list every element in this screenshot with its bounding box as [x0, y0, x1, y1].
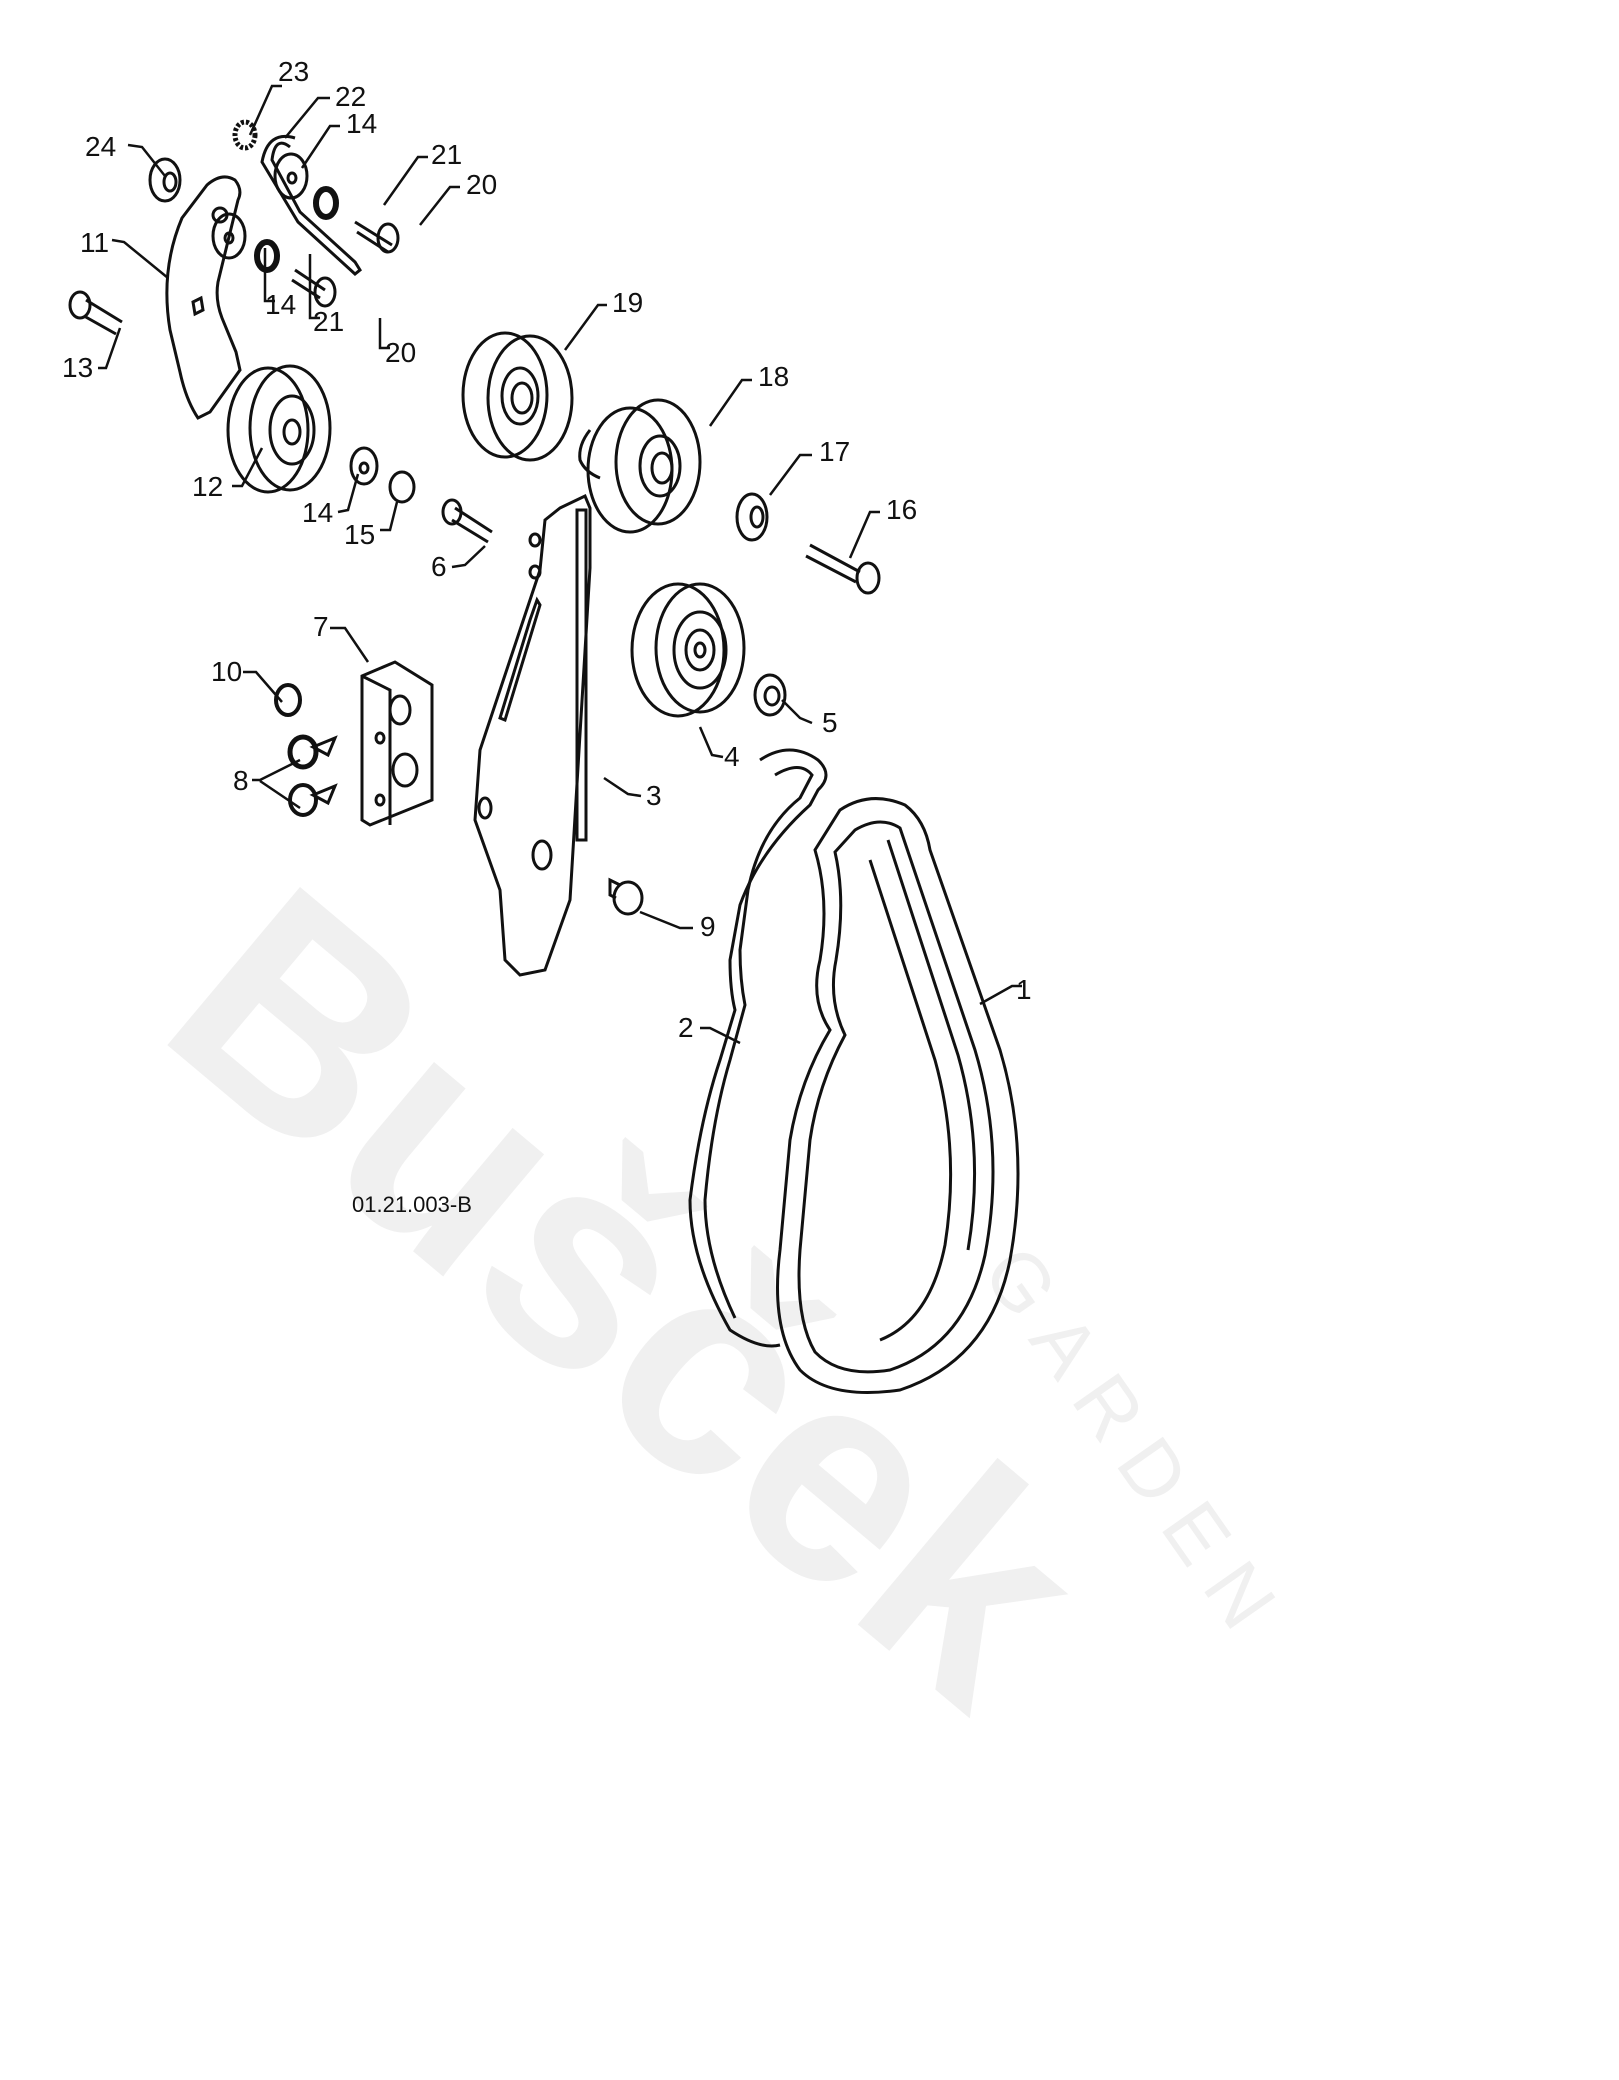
- callout-11: 11: [80, 227, 110, 258]
- part-17-spacer: [735, 492, 769, 542]
- part-24-washer: [148, 157, 182, 203]
- part-14-washer-mid: [211, 212, 247, 260]
- callout-2: 2: [678, 1012, 694, 1043]
- part-12-pulley: [226, 364, 332, 494]
- part-4-pulley: [630, 582, 746, 718]
- part-15-nut: [388, 470, 416, 504]
- part-10-nut: [274, 683, 302, 717]
- part-2-belt: [688, 748, 828, 1348]
- part-22-rod: [260, 135, 362, 276]
- part-8-screw-lower: [288, 783, 338, 817]
- part-13-bolt: [68, 290, 123, 336]
- part-18-pulley: [578, 398, 702, 534]
- part-23-star-washer: [232, 119, 258, 151]
- callout-7: 7: [313, 611, 329, 642]
- callout-20-mid: 20: [385, 337, 417, 368]
- callout-14-low: 14: [302, 497, 334, 528]
- part-14-washer-low: [349, 446, 379, 486]
- drawing-code: 01.21.003-B: [352, 1192, 472, 1217]
- callout-12: 12: [192, 471, 224, 502]
- callout-24: 24: [85, 131, 117, 162]
- part-6-bolt: [441, 498, 493, 544]
- part-9-pin: [608, 877, 644, 916]
- callout-18: 18: [758, 361, 790, 392]
- part-5-nut: [753, 673, 787, 717]
- callout-3: 3: [646, 780, 662, 811]
- part-20-bolt-top: [354, 220, 400, 254]
- callout-13: 13: [62, 352, 94, 383]
- callout-16: 16: [886, 494, 918, 525]
- part-20-bolt-mid: [291, 268, 337, 308]
- callout-17: 17: [819, 436, 851, 467]
- part-7-block: [360, 660, 434, 827]
- callout-5: 5: [822, 707, 838, 738]
- callout-1: 1: [1016, 974, 1032, 1005]
- callout-14-mid: 14: [265, 289, 297, 320]
- leader-lines: [98, 84, 1022, 1045]
- callout-9: 9: [700, 911, 716, 942]
- callout-10: 10: [211, 656, 243, 687]
- part-21-nut-mid: [254, 239, 280, 273]
- part-19-pulley: [461, 331, 574, 462]
- callout-4: 4: [724, 741, 740, 772]
- part-3-bracket: [473, 493, 592, 977]
- part-21-nut-top: [313, 186, 339, 220]
- callout-15: 15: [344, 519, 376, 550]
- part-1-belt: [776, 797, 1020, 1394]
- part-14-washer-top: [273, 152, 309, 200]
- part-16-bolt: [805, 543, 881, 595]
- callout-22: 22: [335, 81, 367, 112]
- callout-21-top: 21: [431, 139, 463, 170]
- callout-23: 23: [278, 56, 310, 87]
- part-8-screw-upper: [287, 734, 338, 770]
- callout-8: 8: [233, 765, 249, 796]
- callout-14-top: 14: [346, 108, 378, 139]
- callout-21-mid: 21: [313, 306, 345, 337]
- callout-6: 6: [431, 551, 447, 582]
- callout-19: 19: [612, 287, 644, 318]
- callout-20-top: 20: [466, 169, 498, 200]
